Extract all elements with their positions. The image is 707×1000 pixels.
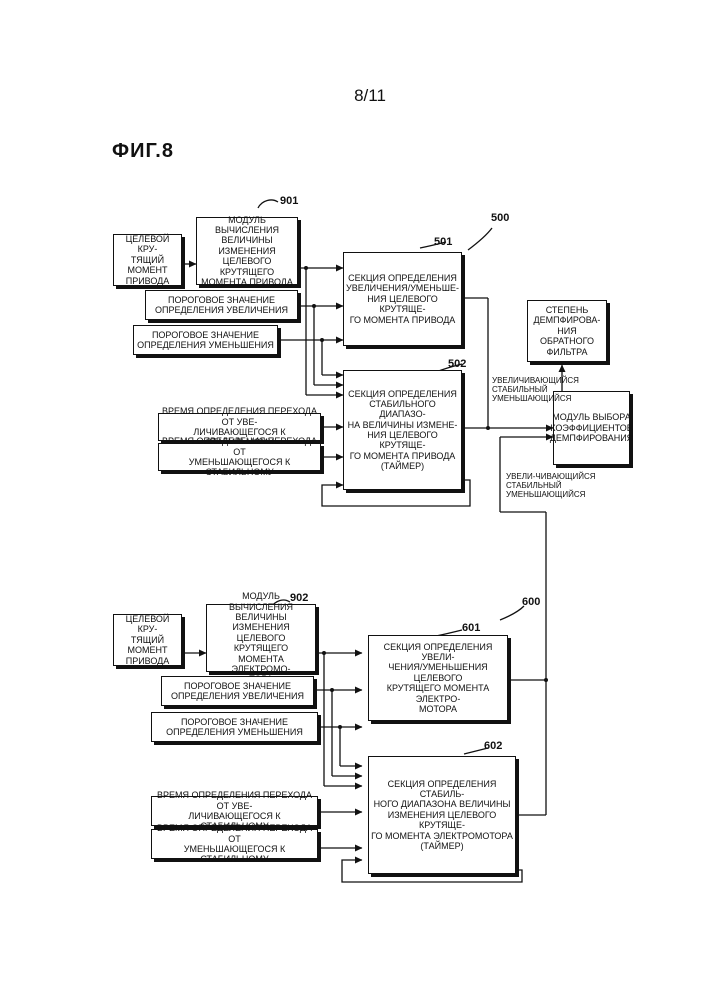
threshold-decrease-input-top: ПОРОГОВОЕ ЗНАЧЕНИЕ ОПРЕДЕЛЕНИЯ УМЕНЬШЕНИ… (133, 325, 278, 355)
reverse-filter-damping-degree: СТЕПЕНЬ ДЕМПФИРОВА- НИЯ ОБРАТНОГО ФИЛЬТР… (527, 300, 607, 362)
section-501-drive-increase-decrease: СЕКЦИЯ ОПРЕДЕЛЕНИЯ УВЕЛИЧЕНИЯ/УМЕНЬШЕ- Н… (343, 252, 462, 346)
ref-601: 601 (462, 622, 480, 634)
target-torque-drive-input: ЦЕЛЕВОЙ КРУ- ТЯЩИЙ МОМЕНТ ПРИВОДА (113, 234, 182, 286)
section-602-motor-stable-range-timer: СЕКЦИЯ ОПРЕДЕЛЕНИЯ СТАБИЛЬ- НОГО ДИАПАЗО… (368, 756, 516, 874)
section-601-motor-increase-decrease: СЕКЦИЯ ОПРЕДЕЛЕНИЯ УВЕЛИ- ЧЕНИЯ/УМЕНЬШЕН… (368, 635, 508, 721)
section-502-drive-stable-range-timer: СЕКЦИЯ ОПРЕДЕЛЕНИЯ СТАБИЛЬНОГО ДИАПАЗО- … (343, 370, 462, 490)
ref-901: 901 (280, 195, 298, 207)
drive-torque-change-calc-module: МОДУЛЬ ВЫЧИСЛЕНИЯ ВЕЛИЧИНЫ ИЗМЕНЕНИЯ ЦЕЛ… (196, 217, 298, 285)
ref-500: 500 (491, 212, 509, 224)
time-dec-to-stable-input-bottom: ВРЕМЯ ОПРЕДЕЛЕНИЯ ПЕРЕХОДА ОТ УМЕНЬШАЮЩЕ… (151, 829, 318, 859)
state-labels-top: УВЕЛИЧИВАЮЩИЙСЯ СТАБИЛЬНЫЙ УМЕНЬШАЮЩИЙСЯ (492, 376, 579, 404)
ref-501: 501 (434, 236, 452, 248)
motor-torque-change-calc-module: МОДУЛЬ ВЫЧИСЛЕНИЯ ВЕЛИЧИНЫ ИЗМЕНЕНИЯ ЦЕЛ… (206, 604, 316, 672)
time-inc-to-stable-input-bottom: ВРЕМЯ ОПРЕДЕЛЕНИЯ ПЕРЕХОДА ОТ УВЕ- ЛИЧИВ… (151, 796, 318, 826)
figure-label: ФИГ.8 (112, 140, 174, 163)
state-labels-bottom: УВЕЛИ-ЧИВАЮЩИЙСЯ СТАБИЛЬНЫЙ УМЕНЬШАЮЩИЙС… (506, 472, 596, 500)
page-number: 8/11 (330, 86, 410, 106)
target-torque-drive-input-bottom: ЦЕЛЕВОЙ КРУ- ТЯЩИЙ МОМЕНТ ПРИВОДА (113, 614, 182, 666)
ref-602: 602 (484, 740, 502, 752)
threshold-increase-input-bottom: ПОРОГОВОЕ ЗНАЧЕНИЕ ОПРЕДЕЛЕНИЯ УВЕЛИЧЕНИ… (161, 676, 314, 706)
time-dec-to-stable-input-top: ВРЕМЯ ОПРЕДЕЛЕНИЯ ПЕРЕХОДА ОТ УМЕНЬШАЮЩЕ… (158, 443, 321, 471)
ref-600: 600 (522, 596, 540, 608)
ref-502: 502 (448, 358, 466, 370)
threshold-decrease-input-bottom: ПОРОГОВОЕ ЗНАЧЕНИЕ ОПРЕДЕЛЕНИЯ УМЕНЬШЕНИ… (151, 712, 318, 742)
threshold-increase-input-top: ПОРОГОВОЕ ЗНАЧЕНИЕ ОПРЕДЕЛЕНИЯ УВЕЛИЧЕНИ… (145, 290, 298, 320)
